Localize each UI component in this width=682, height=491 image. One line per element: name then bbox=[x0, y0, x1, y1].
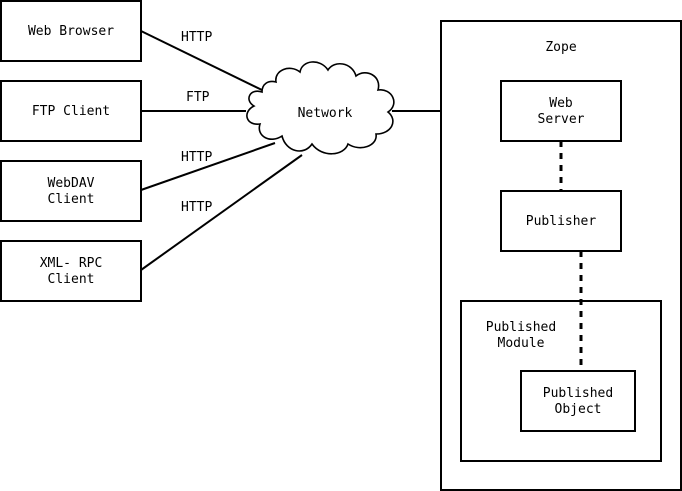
edge-browser-network bbox=[140, 30, 263, 91]
network-label: Network bbox=[298, 106, 353, 121]
protocol-label-browser: HTTP bbox=[181, 30, 212, 45]
web-browser-label: Web Browser bbox=[28, 24, 114, 39]
ftp-client-label: FTP Client bbox=[32, 104, 110, 119]
xmlrpc-client-label-line2: Client bbox=[48, 272, 95, 287]
published-module-label-line1: Published bbox=[486, 320, 556, 335]
published-module-box: Published Module bbox=[460, 300, 662, 462]
edge-webdav-network bbox=[140, 142, 276, 191]
webdav-client-label-line2: Client bbox=[48, 192, 95, 207]
published-object-label-line1: Published bbox=[543, 386, 613, 401]
zope-title: Zope bbox=[545, 40, 576, 55]
published-module-label-line2: Module bbox=[498, 336, 545, 351]
protocol-label-xmlrpc: HTTP bbox=[181, 200, 212, 215]
edge-xmlrpc-network bbox=[140, 154, 303, 271]
web-server-label-line1: Web bbox=[549, 96, 573, 111]
publisher-box: Publisher bbox=[500, 190, 622, 252]
network-cloud: Network bbox=[246, 61, 395, 155]
protocol-label-webdav: HTTP bbox=[181, 150, 212, 165]
published-object-box: Published Object bbox=[520, 370, 636, 432]
webdav-client-box: WebDAV Client bbox=[0, 160, 142, 222]
web-server-box: Web Server bbox=[500, 80, 622, 142]
publisher-label: Publisher bbox=[526, 214, 597, 229]
web-browser-box: Web Browser bbox=[0, 0, 142, 62]
published-object-label-line2: Object bbox=[555, 402, 602, 417]
xmlrpc-client-box: XML- RPC Client bbox=[0, 240, 142, 302]
protocol-label-ftp: FTP bbox=[186, 90, 210, 105]
webdav-client-label-line1: WebDAV bbox=[48, 176, 95, 191]
web-server-label-line2: Server bbox=[538, 112, 585, 127]
ftp-client-box: FTP Client bbox=[0, 80, 142, 142]
cloud-shape-icon bbox=[246, 61, 395, 155]
xmlrpc-client-label-line1: XML- RPC bbox=[40, 256, 103, 271]
